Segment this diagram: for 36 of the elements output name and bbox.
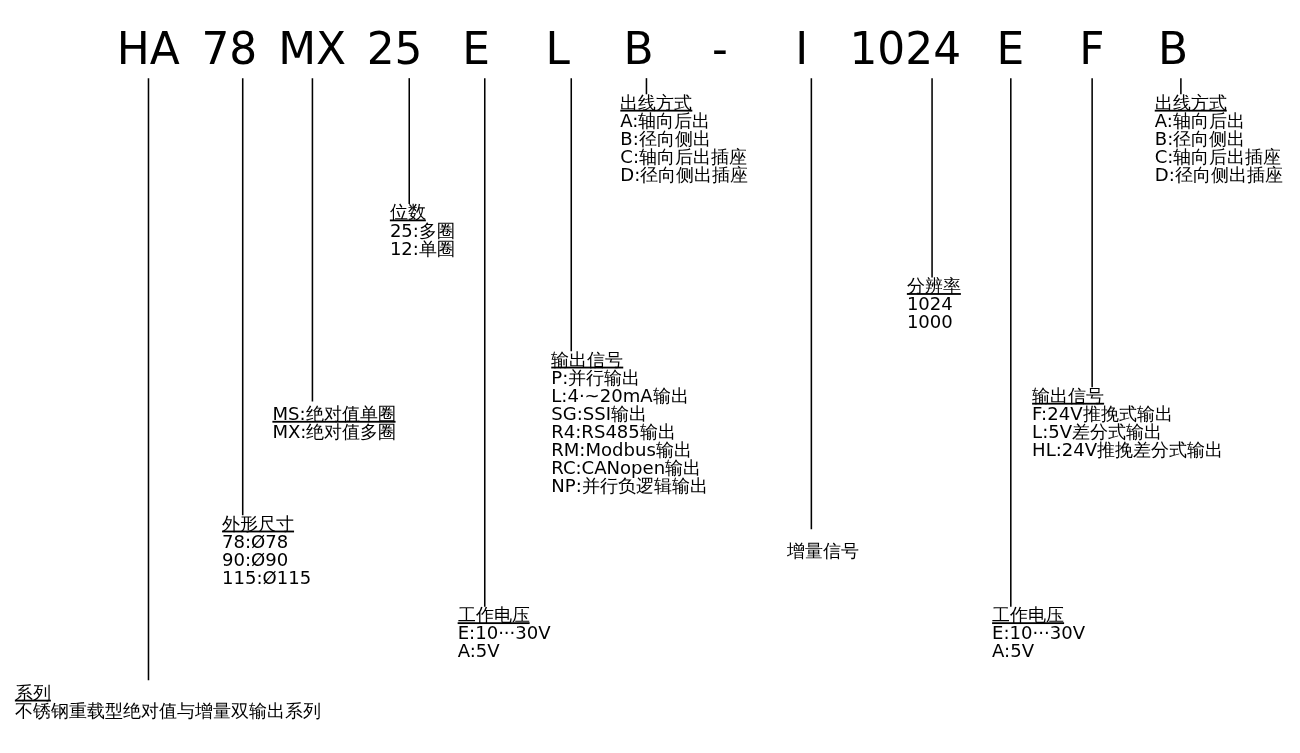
node-text: 位数 25:多圈 12:单圈 — [389, 200, 455, 259]
node-text: 工作电压 E:10···30V A:5V — [992, 603, 1086, 661]
node-text: 分辨率 1024 1000 — [906, 274, 961, 332]
connector — [311, 76, 314, 402]
node-text: 输出信号 F:24V推挽式输出 L:5V差分式输出 HL:24V推挽差分式输出 — [1032, 384, 1224, 460]
connector — [1180, 76, 1182, 95]
node-text: 外形尺寸 78:Ø78 90:Ø90 115:Ø115 — [222, 512, 312, 588]
connector — [241, 76, 244, 516]
node-text: 系列 不锈钢重载型绝对值与增量双输出系列 — [14, 681, 321, 721]
node-text: 1024 — [849, 22, 962, 74]
node-text: L — [545, 22, 570, 74]
connector — [1091, 76, 1093, 388]
node-text: HA — [116, 22, 180, 74]
node-text: 输出信号 P:并行输出 L:4·~20mA输出 SG:SSI输出 R4:RS485输出 RM:Modbus输出 RC:CANopen输出 NP:并行负逻辑输出 — [551, 348, 708, 496]
node-text: E — [996, 22, 1025, 74]
node-text: B — [623, 22, 654, 74]
node-text: - — [711, 22, 728, 74]
node-text: F — [1079, 22, 1105, 74]
node-text: 78 — [201, 22, 258, 74]
connector — [147, 76, 150, 681]
connector — [570, 76, 573, 352]
node-text: 25 — [366, 22, 423, 74]
node-text: B — [1157, 22, 1189, 74]
node-text: 出线方式 A:轴向后出 B:径向侧出 C:轴向后出插座 D:径向侧出插座 — [1154, 91, 1283, 185]
node-text: 出线方式 A:轴向后出 B:径向侧出 C:轴向后出插座 D:径向侧出插座 — [620, 91, 749, 185]
node-text: E — [462, 22, 490, 74]
connector — [484, 76, 486, 608]
connector — [810, 76, 813, 530]
connector — [1010, 76, 1012, 608]
node-text: MS:绝对值单圈 MX:绝对值多圈 — [272, 402, 397, 442]
node-text: 工作电压 E:10···30V A:5V — [457, 603, 551, 661]
node-text: MX — [278, 22, 347, 74]
connector — [931, 76, 933, 278]
node-text: I — [795, 22, 809, 74]
node-text: 增量信号 — [787, 539, 860, 561]
connector — [408, 76, 411, 205]
